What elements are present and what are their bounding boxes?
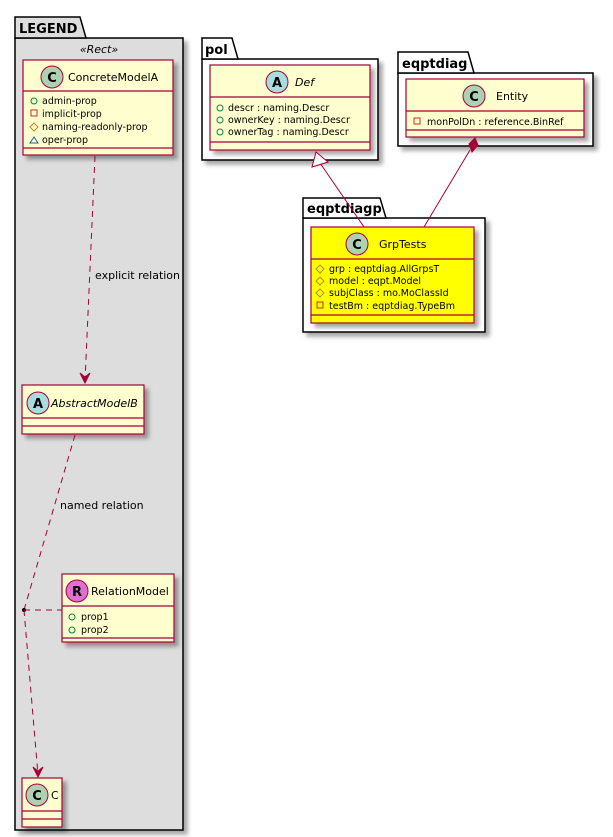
protected-icon [315, 264, 325, 274]
inheritance-arrow-icon [311, 151, 330, 168]
legend-package: LEGEND «Rect» C ConcreteModelA admin-pro… [14, 16, 184, 831]
attribute-row: ownerKey : naming.Descr [216, 115, 350, 126]
class-c[interactable]: C C [21, 777, 63, 828]
legend-package-title: LEGEND [19, 22, 78, 37]
class-entity[interactable]: C Entity monPolDn : reference.BinRef [405, 78, 585, 138]
attribute-row: prop1 [68, 612, 109, 623]
class-abstract-model-b[interactable]: A AbstractModelB [21, 384, 145, 435]
attribute-row: testBm : eqptdiag.TypeBm [316, 301, 455, 312]
class-relation-model[interactable]: R RelationModel prop1 prop2 [61, 573, 175, 643]
class-def[interactable]: A Def descr : naming.Descr ownerKey : na… [209, 64, 371, 151]
svg-text:implicit-prop: implicit-prop [42, 109, 102, 120]
composition-diamond-icon [468, 137, 479, 153]
protected-icon [315, 276, 325, 286]
class-concrete-model-a[interactable]: C ConcreteModelA admin-prop implicit-pro… [22, 59, 174, 156]
svg-text:R: R [72, 585, 82, 600]
svg-text:model : eqpt.Model: model : eqpt.Model [329, 276, 421, 287]
relation-icon [65, 579, 89, 603]
svg-text:ownerTag : naming.Descr: ownerTag : naming.Descr [228, 127, 349, 138]
attribute-row: prop2 [68, 625, 109, 636]
protected-icon [315, 288, 325, 298]
explicit-relation-label: explicit relation [95, 269, 180, 282]
class-name: ConcreteModelA [68, 71, 159, 84]
svg-text:testBm : eqptdiag.TypeBm: testBm : eqptdiag.TypeBm [329, 301, 455, 312]
private-icon [316, 301, 324, 309]
package-eqptdiag-title: eqptdiag [402, 57, 467, 72]
class-name: GrpTests [379, 238, 427, 251]
svg-text:C: C [32, 789, 42, 804]
arrow-head-icon [32, 766, 44, 779]
public-icon [216, 104, 224, 112]
attribute-row: ownerTag : naming.Descr [216, 127, 349, 138]
private-icon [413, 117, 421, 125]
svg-text:subjClass : mo.MoClassId: subjClass : mo.MoClassId [329, 288, 449, 299]
package-eqptdiagp: eqptdiagp C GrpTests grp : eqptdiag.AllG… [302, 197, 486, 333]
svg-text:prop1: prop1 [81, 612, 109, 623]
svg-text:C: C [47, 71, 57, 86]
attribute-row: model : eqpt.Model [315, 276, 421, 287]
attribute-row: monPolDn : reference.BinRef [413, 117, 564, 128]
composition-entity-grptests [423, 137, 479, 228]
package-icon [29, 136, 39, 144]
svg-text:descr : naming.Descr: descr : naming.Descr [228, 103, 329, 114]
svg-text:ownerKey : naming.Descr: ownerKey : naming.Descr [228, 115, 350, 126]
attribute-row: descr : naming.Descr [216, 103, 329, 114]
svg-text:admin-prop: admin-prop [42, 96, 97, 107]
svg-text:C: C [469, 90, 479, 105]
public-icon [68, 613, 76, 621]
package-pol: pol A Def descr : naming.Descr ownerKey … [201, 37, 379, 161]
attribute-row: grp : eqptdiag.AllGrpsT [315, 264, 439, 275]
public-icon [216, 128, 224, 136]
svg-text:oper-prop: oper-prop [42, 135, 88, 146]
class-icon [25, 783, 49, 807]
package-eqptdiagp-title: eqptdiagp [307, 202, 382, 217]
class-name: Entity [496, 90, 529, 103]
abstract-icon [26, 391, 50, 415]
named-relation: named relation [22, 434, 144, 779]
class-name: C [51, 789, 59, 802]
arrow-head-icon [79, 372, 91, 385]
class-name: AbstractModelB [50, 397, 138, 410]
named-relation-label: named relation [60, 499, 144, 512]
legend-stereotype: «Rect» [80, 43, 119, 56]
class-name: Def [295, 76, 316, 89]
svg-text:naming-readonly-prop: naming-readonly-prop [42, 122, 148, 133]
class-grptests[interactable]: C GrpTests grp : eqptdiag.AllGrpsT model… [310, 226, 475, 324]
svg-text:A: A [272, 76, 282, 91]
public-icon [68, 626, 76, 634]
class-name: RelationModel [91, 585, 169, 598]
attribute-row: admin-prop [30, 96, 97, 107]
attribute-row: subjClass : mo.MoClassId [315, 288, 449, 299]
class-icon [345, 232, 369, 256]
attribute-row: oper-prop [29, 135, 88, 146]
svg-text:A: A [33, 397, 43, 412]
package-pol-title: pol [205, 43, 228, 58]
svg-text:grp : eqptdiag.AllGrpsT: grp : eqptdiag.AllGrpsT [329, 264, 439, 275]
svg-text:monPolDn : reference.BinRef: monPolDn : reference.BinRef [427, 117, 564, 128]
package-eqptdiag: eqptdiag C Entity monPolDn : reference.B… [397, 51, 594, 147]
public-icon [216, 116, 224, 124]
inheritance-grptests-def [311, 151, 365, 228]
abstract-icon [265, 70, 289, 94]
attribute-row: implicit-prop [30, 109, 102, 120]
svg-text:prop2: prop2 [81, 625, 109, 636]
explicit-relation: explicit relation [79, 155, 180, 385]
svg-text:C: C [352, 238, 362, 253]
public-icon [30, 97, 38, 105]
attribute-row: naming-readonly-prop [29, 122, 148, 133]
protected-icon [29, 122, 39, 132]
class-icon [462, 84, 486, 108]
private-icon [30, 109, 38, 117]
class-icon [40, 65, 64, 89]
